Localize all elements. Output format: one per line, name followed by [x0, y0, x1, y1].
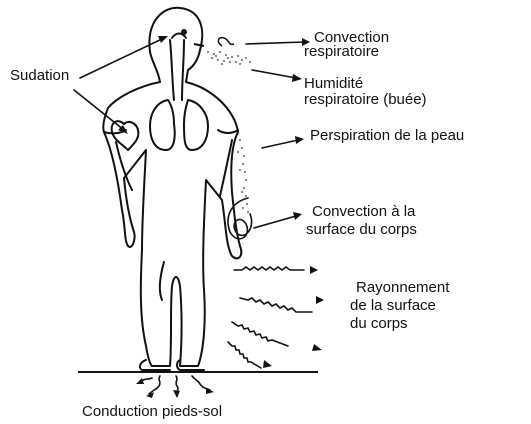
right-sleeve — [218, 130, 238, 133]
label-conduction: Conduction pieds-sol — [82, 404, 222, 419]
label-humidite-line2: respiratoire (buée) — [304, 92, 427, 107]
radiation-arrow-2 — [240, 298, 312, 312]
label-sudation: Sudation — [10, 68, 69, 83]
convection-surface-arrow — [254, 216, 296, 228]
arrowhead-radiation-4 — [263, 360, 272, 368]
left-lung — [150, 100, 175, 150]
sudation-arrow-heart — [74, 90, 124, 130]
arrowhead-radiation-3 — [312, 344, 322, 351]
label-convection-respiratoire-line2: respiratoire — [304, 44, 379, 59]
radiation-arrow-3 — [232, 322, 288, 346]
label-rayonnement-line3: du corps — [350, 316, 408, 331]
heart — [112, 121, 139, 150]
radiation-arrow-4 — [228, 342, 261, 368]
label-humidite-line1: Humidité — [304, 76, 363, 91]
label-perspiration: Perspiration de la peau — [310, 128, 464, 143]
convection-surface-swirl — [228, 198, 252, 239]
leg-inner-left — [160, 262, 164, 300]
arrowhead-humidity — [292, 74, 302, 82]
convection-resp-arrow — [246, 42, 304, 44]
radiation-arrow-1 — [234, 267, 304, 270]
label-rayonnement-line2: de la surface — [350, 298, 436, 313]
arm-inner-right — [220, 140, 232, 196]
arrowhead-radiation-2 — [316, 296, 324, 304]
breath-swirl — [218, 38, 234, 46]
arrowhead-radiation-1 — [310, 266, 318, 274]
humidity-arrow — [252, 70, 296, 78]
arrowhead-sudation-head — [158, 36, 168, 43]
arrowhead-conduction-4 — [136, 378, 144, 384]
label-convection-surface-line1: Convection à la — [312, 204, 415, 219]
label-rayonnement-line1: Rayonnement — [356, 280, 449, 295]
arrowhead-conduction-2 — [173, 390, 180, 398]
neck-left — [150, 52, 160, 82]
trachea — [170, 40, 184, 100]
arrowhead-perspiration — [295, 136, 304, 144]
arrowhead-conduction-3 — [206, 388, 214, 394]
right-lung — [184, 100, 208, 150]
label-convection-surface-line2: surface du corps — [306, 222, 417, 237]
perspiration-arrow — [262, 140, 298, 148]
conduction-squiggle-3 — [192, 376, 210, 390]
arrowhead-convection-surface — [293, 212, 302, 220]
breath-dots — [207, 51, 251, 65]
